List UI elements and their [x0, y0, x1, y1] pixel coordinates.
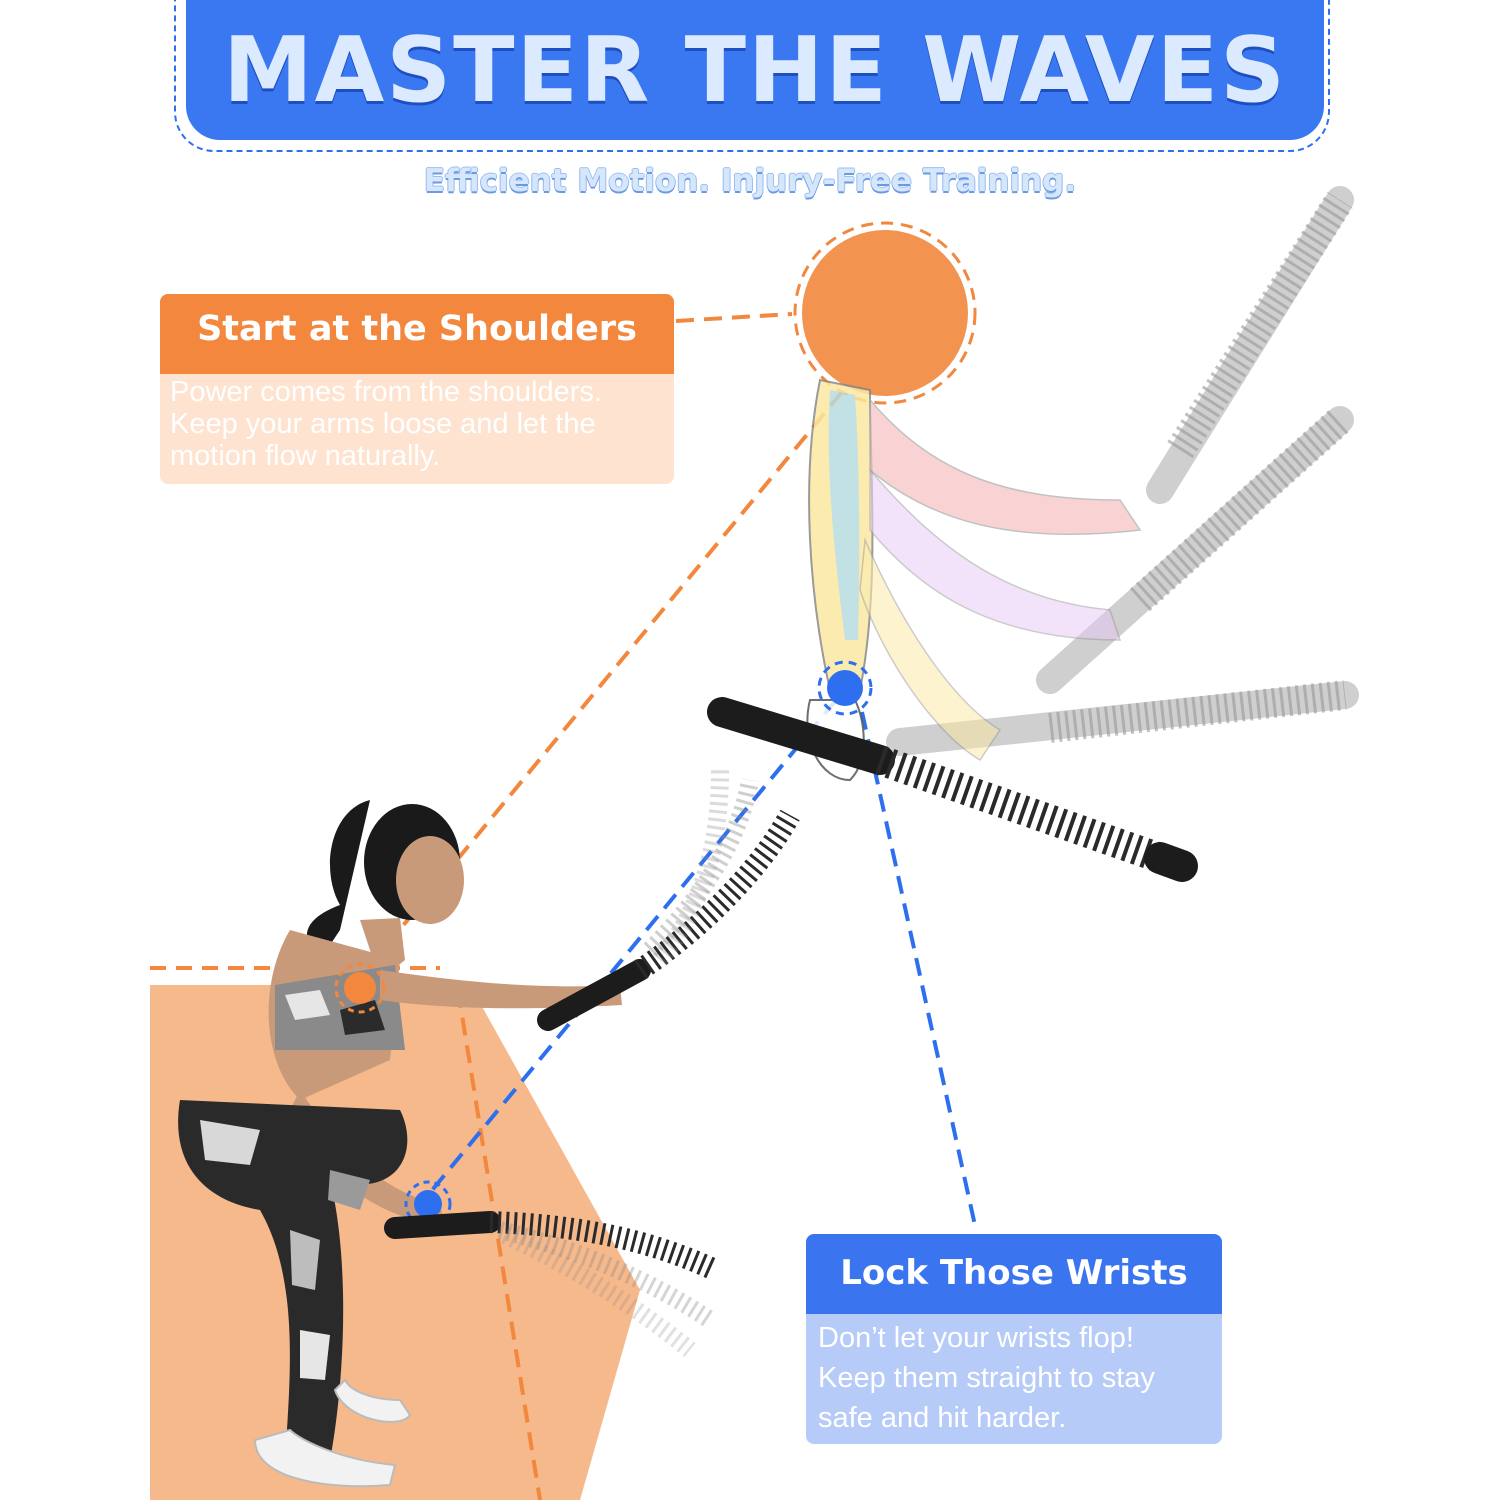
wrist-callout-header — [806, 1234, 1222, 1314]
wrist-callout-title: Lock Those Wrists — [840, 1253, 1188, 1293]
athlete-shoulder-marker — [344, 972, 376, 1004]
shoulder-highlight-ring — [793, 221, 977, 405]
wrist-highlight — [827, 670, 863, 706]
athlete-wrist-marker — [414, 1190, 442, 1218]
shoulder-callout-text: Power comes from the shoulders. Keep you… — [170, 376, 670, 472]
wrist-callout-body — [806, 1314, 1222, 1444]
connector-blue-diag — [422, 698, 838, 1202]
header-banner — [186, 0, 1324, 140]
shoulder-callout-body — [160, 374, 674, 484]
athlete-bars — [384, 769, 800, 1358]
shoulder-callout-header — [160, 294, 674, 374]
shoulder-callout-line: Keep your arms loose and let the — [170, 408, 596, 440]
wrist-callout-line: Don’t let your wrists flop! — [818, 1322, 1134, 1354]
ghost-bars — [886, 186, 1359, 756]
floor-panel — [150, 985, 640, 1500]
ghost-springs — [1048, 191, 1353, 743]
wrist-highlight-ring — [817, 660, 873, 716]
shoulder-callout-title: Start at the Shoulders — [197, 309, 637, 349]
wrist-callout-line: safe and hit harder. — [818, 1402, 1067, 1434]
athlete-figure — [178, 800, 622, 1488]
wrist-callout-line: Keep them straight to stay — [818, 1362, 1155, 1394]
connector-orange-h — [675, 312, 793, 323]
shoulder-callout-line: Power comes from the shoulders. — [170, 376, 602, 408]
shoulder-highlight — [802, 230, 968, 396]
page-subtitle: Efficient Motion. Injury-Free Training. — [423, 163, 1077, 199]
arm-illustration — [806, 378, 1142, 782]
connector-orange-diag2 — [456, 989, 542, 1500]
page-title: MASTER THE WAVES — [223, 18, 1287, 123]
header-banner-outline — [174, 0, 1330, 152]
connector-blue-down — [860, 711, 978, 1231]
shoulder-callout-line: motion flow naturally. — [170, 440, 441, 472]
wrist-callout-text: Don’t let your wrists flop! Keep them st… — [818, 1318, 1218, 1438]
main-swing-bar — [707, 697, 1198, 882]
